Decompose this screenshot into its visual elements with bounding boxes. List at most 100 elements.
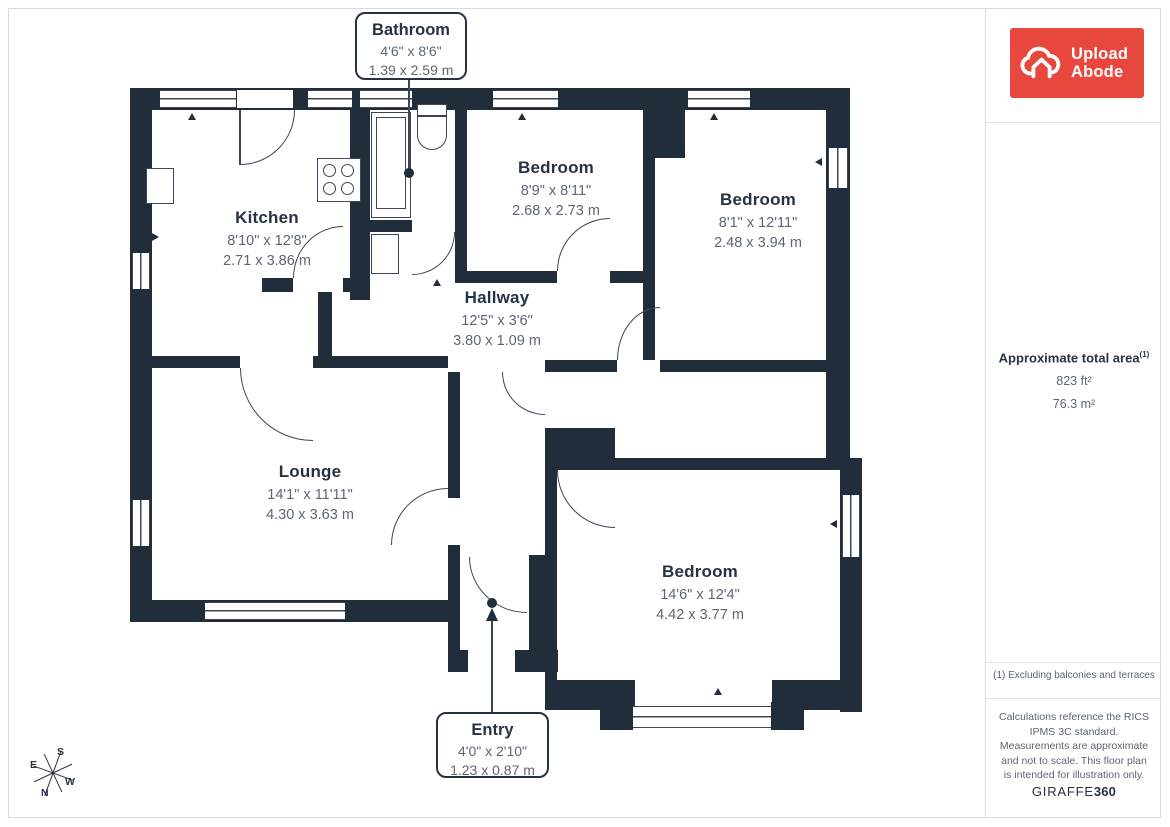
- hob-burner: [341, 182, 354, 195]
- measure-arrow: [710, 113, 718, 120]
- door-opening: [448, 498, 460, 545]
- toilet-icon: [417, 104, 447, 150]
- room-label-bedroom-2: Bedroom 8'1" x 12'11"2.48 x 3.94 m: [673, 190, 843, 253]
- room-label-lounge: Lounge 14'1" x 11'11"4.30 x 3.63 m: [225, 462, 395, 525]
- radiator-icon: [146, 168, 174, 204]
- room-label-bedroom-1: Bedroom 8'9" x 8'11" 2.68 x 2.73 m: [471, 158, 641, 221]
- area-imperial: 823 ft²: [1056, 374, 1092, 389]
- wall: [771, 702, 804, 730]
- room-dims-imperial: 8'10" x 12'8": [227, 233, 307, 249]
- room-name: Bedroom: [719, 190, 797, 209]
- room-name: Kitchen: [235, 208, 299, 227]
- callout-dims-imperial: 4'6" x 8'6": [380, 43, 442, 59]
- sidebar-separator: [985, 8, 986, 818]
- sink-icon: [371, 234, 399, 274]
- room-dims-imperial: 12'5" x 3'6": [461, 313, 533, 329]
- sidebar-divider: [986, 122, 1162, 123]
- room-name: Lounge: [278, 462, 342, 481]
- wall: [600, 702, 633, 730]
- measure-arrow: [518, 113, 526, 120]
- logo-line-1: Upload: [1071, 45, 1129, 63]
- wall: [826, 88, 850, 372]
- room-dims-metric: 3.80 x 1.09 m: [453, 333, 541, 349]
- window: [308, 90, 352, 108]
- room-label-kitchen: Kitchen 8'10" x 12'8" 2.71 x 3.86 m: [182, 208, 352, 271]
- callout-bathroom: Bathroom 4'6" x 8'6" 1.39 x 2.59 m: [355, 12, 467, 80]
- room-dims-metric: 2.68 x 2.73 m: [512, 203, 600, 219]
- window: [160, 90, 236, 108]
- measure-arrow: [830, 520, 837, 528]
- compass-letter-e: E: [30, 759, 38, 771]
- window: [132, 253, 150, 289]
- window: [132, 500, 150, 546]
- door-opening: [237, 90, 293, 108]
- callout-dims-imperial: 4'0" x 2'10": [458, 743, 527, 759]
- door-opening: [557, 271, 610, 283]
- room-dims-imperial: 14'6" x 12'4": [660, 587, 740, 603]
- compass-letter-n: N: [41, 787, 49, 799]
- page-border: [8, 8, 1161, 818]
- room-dims-metric: 4.30 x 3.63 m: [266, 507, 354, 523]
- measure-arrow: [152, 233, 159, 241]
- callout-dims-metric: 1.23 x 0.87 m: [450, 762, 535, 778]
- sidebar-divider: [986, 698, 1162, 699]
- compass-letter-w: W: [65, 776, 75, 788]
- bathroom-marker-dot: [404, 168, 414, 178]
- measure-arrow: [815, 158, 822, 166]
- hob-burner: [323, 182, 336, 195]
- wall: [545, 458, 862, 470]
- measure-arrow: [714, 688, 722, 695]
- leader-line: [408, 78, 410, 170]
- callout-dims-metric: 1.39 x 2.59 m: [368, 62, 454, 78]
- room-label-hallway: Hallway 12'5" x 3'6" 3.80 x 1.09 m: [412, 288, 582, 351]
- window: [828, 148, 848, 188]
- brand-bold: 360: [1093, 784, 1117, 799]
- wall: [455, 110, 467, 283]
- wall: [826, 372, 850, 470]
- room-label-bedroom-3: Bedroom 14'6" x 12'4"4.42 x 3.77 m: [615, 562, 785, 625]
- measure-arrow: [188, 113, 196, 120]
- area-title: Approximate total area(1): [998, 350, 1150, 366]
- wall: [350, 110, 370, 300]
- callout-name: Entry: [471, 721, 514, 739]
- room-dims-imperial: 8'9" x 8'11": [520, 183, 592, 199]
- door-opening: [240, 356, 313, 368]
- cloud-house-icon: [1020, 46, 1061, 79]
- toilet-tank-line: [418, 115, 446, 117]
- footnote: (1) Excluding balconies and terraces: [993, 670, 1155, 681]
- room-dims-metric: 2.71 x 3.86 m: [223, 253, 311, 269]
- brand-logo: Upload Abode: [1010, 28, 1144, 98]
- entry-marker-dot: [487, 598, 497, 608]
- callout-name: Bathroom: [372, 21, 450, 39]
- disclaimer: Calculations reference the RICS IPMS 3C …: [999, 711, 1149, 781]
- wall: [545, 428, 615, 470]
- area-superscript: (1): [1139, 350, 1150, 359]
- room-name: Bedroom: [517, 158, 595, 177]
- area-metric: 76.3 m²: [1052, 397, 1096, 412]
- brand-regular: GIRAFFE: [1031, 784, 1094, 799]
- window-bay: [633, 706, 771, 728]
- wall: [545, 360, 850, 372]
- room-name: Hallway: [464, 288, 530, 307]
- wall: [130, 88, 152, 622]
- compass-letter-s: S: [57, 746, 65, 758]
- hob-burner: [323, 164, 336, 177]
- window: [360, 90, 412, 108]
- room-dims-imperial: 8'1" x 12'11": [718, 215, 798, 231]
- bath-inner: [376, 117, 406, 209]
- window: [842, 495, 860, 557]
- sidebar-divider: [986, 662, 1162, 663]
- door-opening: [293, 278, 343, 292]
- total-area-block: Approximate total area(1) 823 ft² 76.3 m…: [986, 350, 1162, 411]
- door-leaf: [239, 110, 241, 165]
- giraffe360-brand: GIRAFFE360: [986, 784, 1162, 799]
- wall-chimney: [643, 108, 685, 158]
- compass: S E W N: [13, 733, 93, 813]
- measure-arrow: [433, 279, 441, 286]
- wall: [370, 220, 412, 232]
- entry-direction-arrow: [486, 608, 498, 621]
- logo-line-2: Abode: [1071, 63, 1124, 81]
- hob-icon: [317, 158, 361, 202]
- wall: [318, 292, 332, 356]
